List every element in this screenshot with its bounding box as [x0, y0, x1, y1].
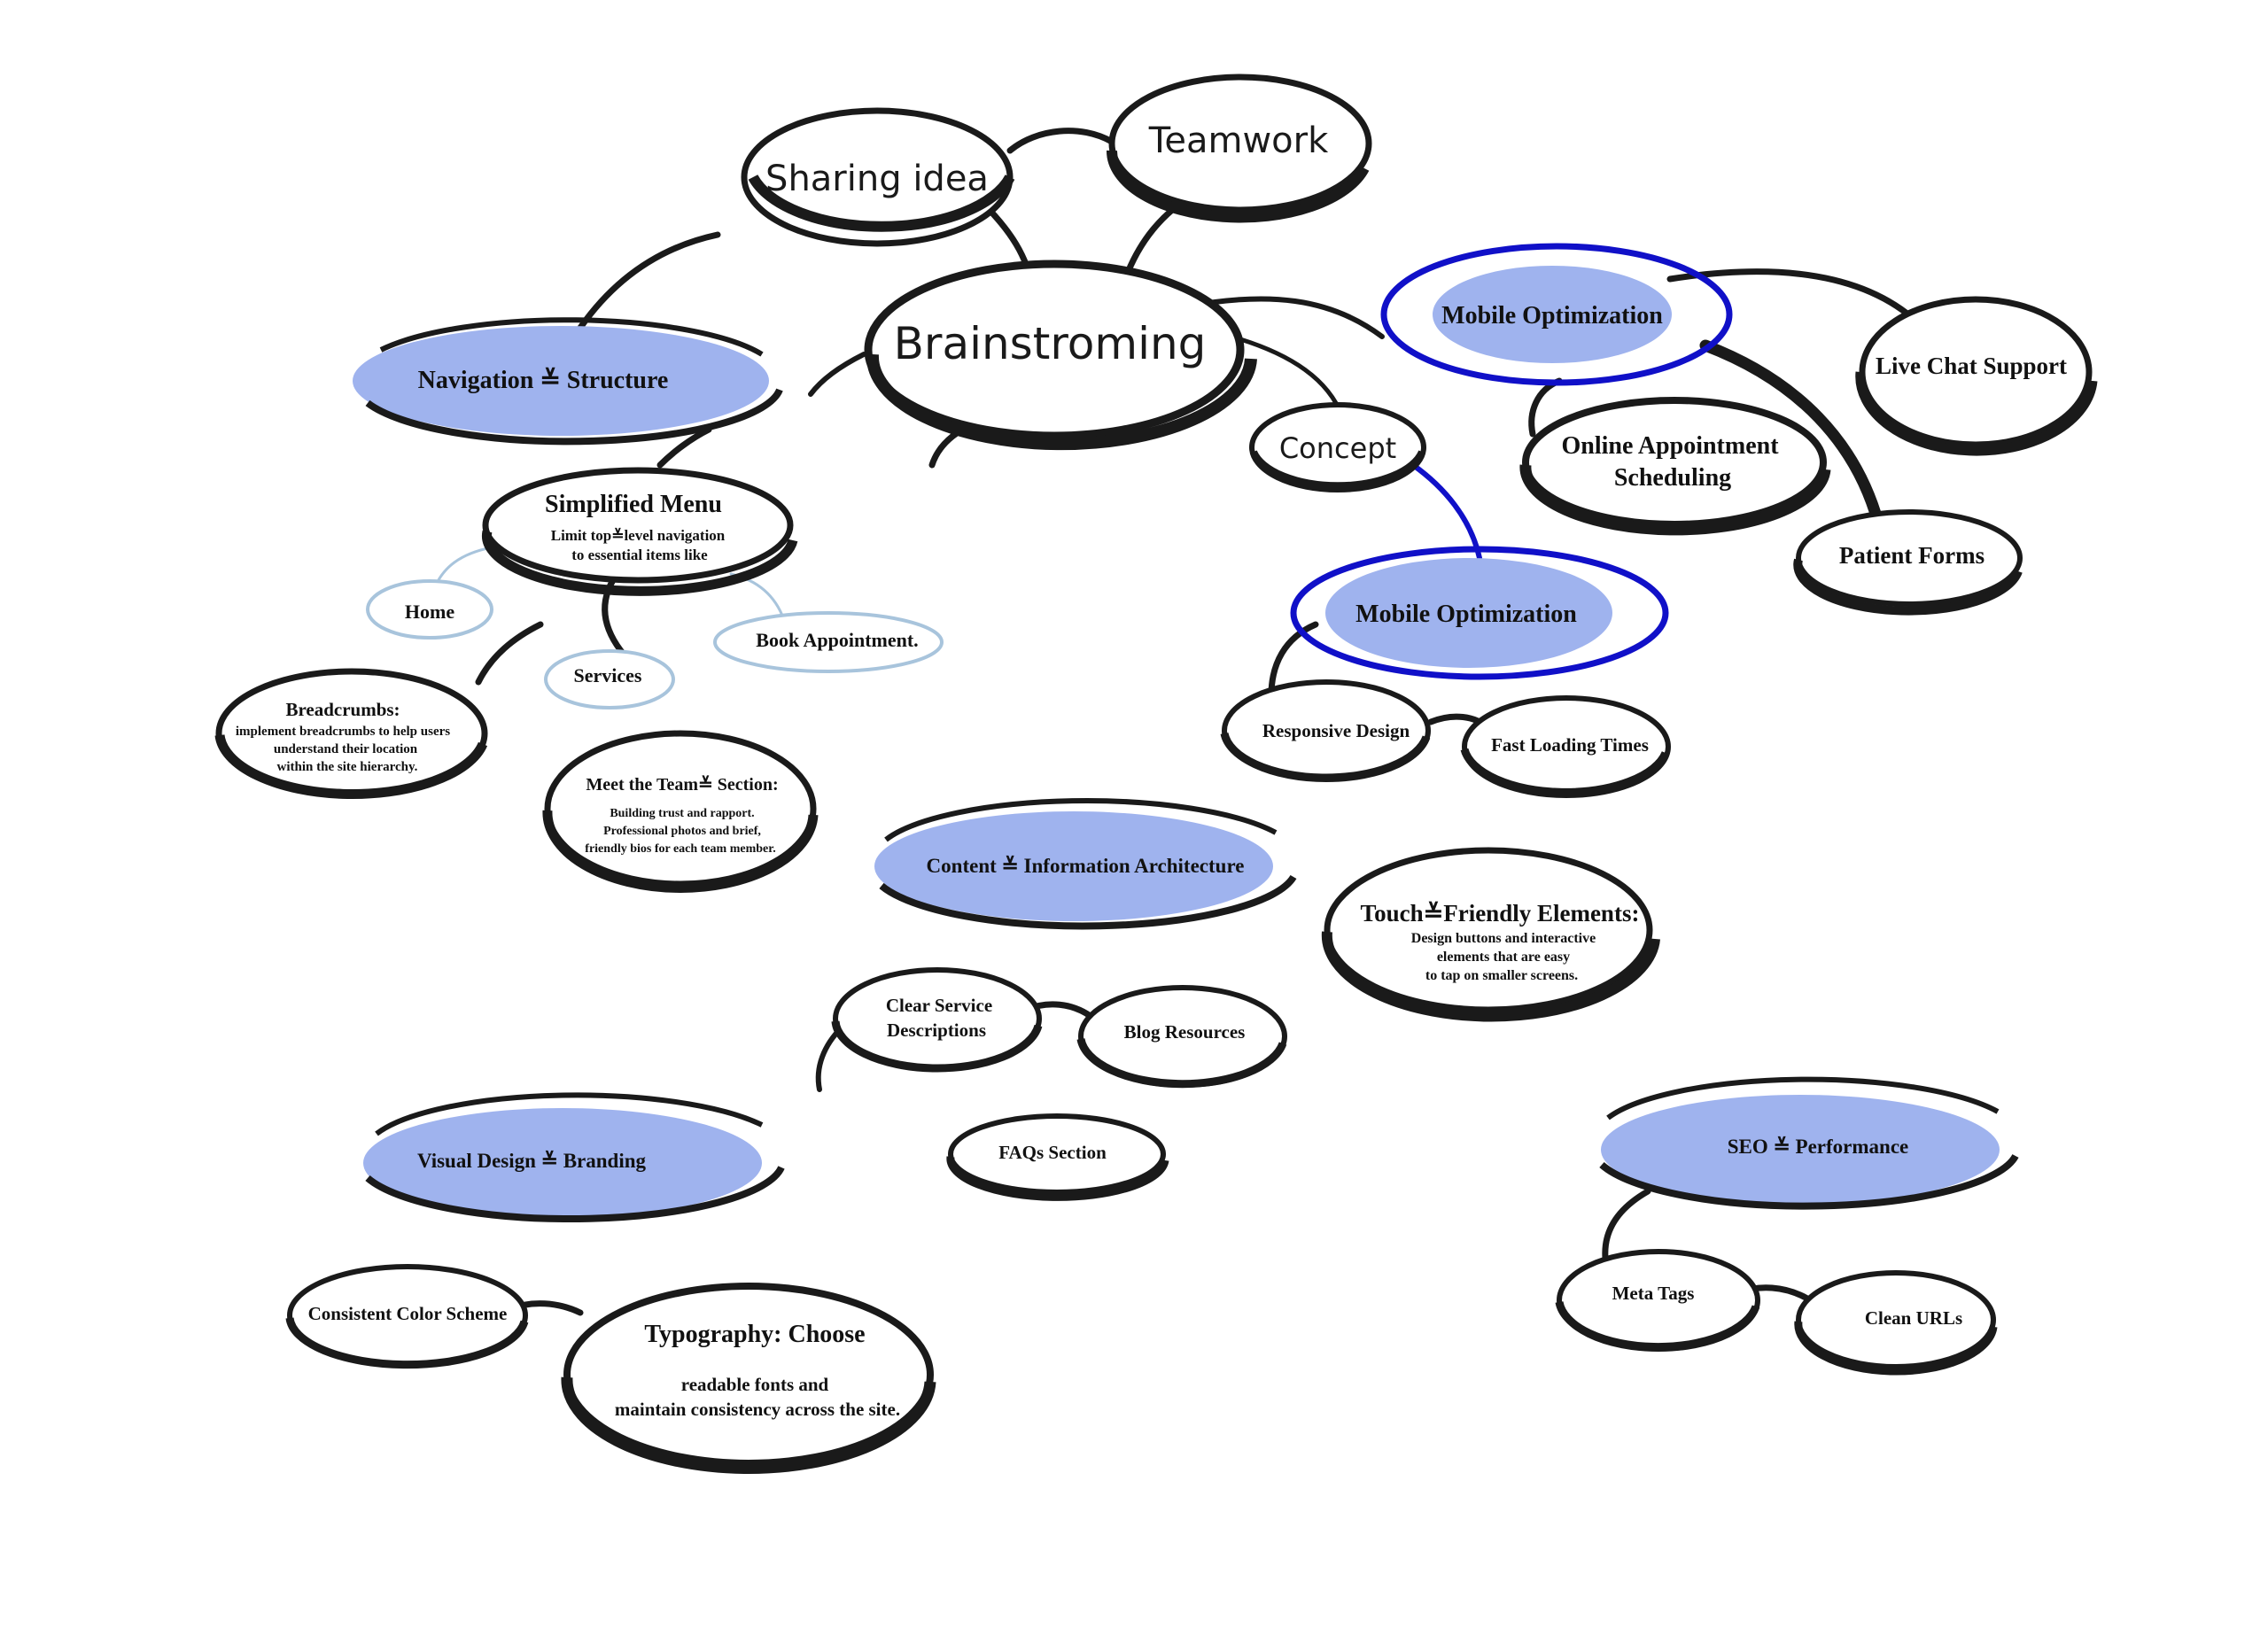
node-services[interactable]: Services [544, 649, 675, 709]
typography-line1: readable fonts and [681, 1374, 829, 1395]
breadcrumbs-line1: implement breadcrumbs to help users [236, 725, 450, 739]
meet-team-title: Meet the Team≚ Section: [586, 775, 778, 795]
connector-simplified-services [602, 572, 628, 659]
node-brainstorming[interactable]: Brainstroming [864, 260, 1257, 451]
node-live-chat-support[interactable]: Live Chat Support [1855, 296, 2098, 456]
node-meet-the-team[interactable]: Meet the Team≚ Section: Building trust a… [542, 730, 819, 894]
home-label: Home [405, 601, 454, 623]
faqs-label: FAQs Section [998, 1142, 1107, 1163]
online-appt-line2: Scheduling [1614, 464, 1731, 492]
fast-loading-label: Fast Loading Times [1491, 734, 1649, 756]
book-appointment-label: Book Appointment. [756, 629, 918, 651]
connector-concept-mobile-mid [1410, 462, 1482, 561]
node-seo-performance[interactable]: SEO ≚ Performance [1599, 1076, 2019, 1210]
mobile-optimization-mid-label: Mobile Optimization [1355, 601, 1577, 628]
node-visual-design[interactable]: Visual Design ≚ Branding [363, 1092, 785, 1223]
node-patient-forms[interactable]: Patient Forms [1793, 509, 2023, 616]
touch-line3: to tap on smaller screens. [1425, 968, 1578, 983]
simplified-menu-line2: to essential items like [571, 547, 708, 563]
node-breadcrumbs[interactable]: Breadcrumbs: implement breadcrumbs to he… [214, 668, 488, 799]
breadcrumbs-line3: within the site hierarchy. [277, 760, 418, 774]
visual-design-label: Visual Design ≚ Branding [417, 1150, 647, 1172]
node-typography[interactable]: Typography: Choose readable fonts and ma… [561, 1283, 936, 1474]
node-concept[interactable]: Concept [1249, 402, 1426, 492]
node-home[interactable]: Home [366, 579, 493, 640]
node-content-ia[interactable]: Content ≚ Information Architecture [874, 798, 1297, 930]
node-touch-friendly[interactable]: Touch≚Friendly Elements: Design buttons … [1321, 847, 1660, 1022]
touch-line2: elements that are easy [1437, 950, 1570, 965]
brainstorming-label: Brainstroming [894, 318, 1207, 369]
online-appt-line1: Online Appointment [1561, 432, 1779, 460]
typography-title: Typography: Choose [644, 1321, 865, 1348]
blog-resources-label: Blog Resources [1124, 1021, 1246, 1043]
sharing-idea-label: Sharing idea [765, 159, 989, 199]
patient-forms-label: Patient Forms [1839, 542, 1984, 569]
navigation-structure-label: Navigation ≚ Structure [418, 367, 669, 394]
seo-performance-label: SEO ≚ Performance [1728, 1136, 1909, 1158]
teamwork-label: Teamwork [1148, 120, 1329, 161]
node-faqs[interactable]: FAQs Section [946, 1113, 1169, 1201]
live-chat-label: Live Chat Support [1876, 353, 2067, 379]
node-simplified-menu[interactable]: Simplified Menu Limit top≚level navigati… [481, 467, 798, 596]
connector-brainstorm-mobile-top [1189, 296, 1385, 339]
meet-team-line3: friendly bios for each team member. [585, 842, 775, 856]
content-ia-label: Content ≚ Information Architecture [927, 855, 1245, 877]
node-teamwork[interactable]: Teamwork [1106, 74, 1372, 223]
meta-tags-label: Meta Tags [1612, 1283, 1695, 1304]
connector-simplified-breadcrumbs [475, 621, 544, 686]
breadcrumbs-title: Breadcrumbs: [285, 699, 400, 720]
responsive-design-label: Responsive Design [1262, 720, 1410, 741]
connector-mobile-mid-responsive [1268, 621, 1319, 699]
node-mobile-optimization-mid[interactable]: Mobile Optimization [1290, 546, 1669, 680]
node-blog-resources[interactable]: Blog Resources [1076, 985, 1287, 1089]
node-book-appointment[interactable]: Book Appointment. [713, 611, 944, 673]
connector-mobile-patient [1699, 339, 1884, 529]
clear-service-line1: Clear Service [886, 995, 992, 1016]
node-online-appointment[interactable]: Online Appointment Scheduling [1519, 397, 1831, 536]
connector-brainstorm-left [808, 352, 866, 397]
node-clean-urls[interactable]: Clean URLs [1794, 1270, 1998, 1376]
node-fast-loading[interactable]: Fast Loading Times [1460, 695, 1671, 798]
meet-team-line1: Building trust and rapport. [610, 807, 754, 820]
touch-line1: Design buttons and interactive [1411, 931, 1596, 946]
node-mobile-optimization-top[interactable]: Mobile Optimization [1380, 243, 1733, 386]
meet-team-line2: Professional photos and brief, [603, 825, 761, 838]
connector-mobile-livechat [1666, 268, 1917, 322]
node-meta-tags[interactable]: Meta Tags [1555, 1249, 1760, 1352]
node-consistent-color[interactable]: Consistent Color Scheme [285, 1264, 529, 1369]
node-clear-service[interactable]: Clear Service Descriptions [831, 967, 1043, 1073]
consistent-color-label: Consistent Color Scheme [308, 1303, 508, 1324]
node-sharing-idea[interactable]: Sharing idea [741, 107, 1015, 247]
connector-sharing-teamwork [1006, 128, 1115, 154]
typography-line2: maintain consistency across the site. [615, 1399, 900, 1420]
breadcrumbs-line2: understand their location [274, 742, 418, 756]
node-responsive-design[interactable]: Responsive Design [1220, 679, 1431, 782]
simplified-menu-line1: Limit top≚level navigation [551, 527, 726, 544]
services-label: Services [574, 664, 642, 686]
connector-nav-up [577, 231, 721, 331]
touch-title: Touch≚Friendly Elements: [1361, 900, 1640, 927]
simplified-menu-title: Simplified Menu [545, 491, 722, 518]
concept-label: Concept [1279, 431, 1396, 465]
clear-service-line2: Descriptions [887, 1020, 986, 1041]
clean-urls-label: Clean URLs [1865, 1307, 1962, 1329]
connector-seo-meta [1602, 1188, 1651, 1261]
connector-nav-simplified [656, 426, 712, 469]
node-navigation-structure[interactable]: Navigation ≚ Structure [353, 317, 783, 446]
mobile-optimization-top-label: Mobile Optimization [1441, 302, 1663, 330]
